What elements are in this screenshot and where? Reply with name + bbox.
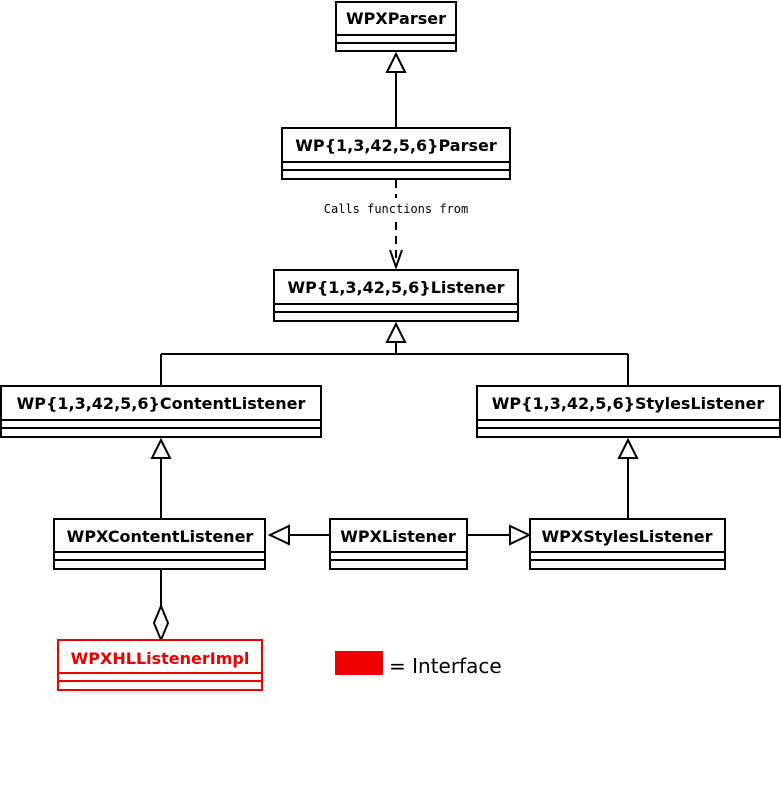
legend: = Interface [335, 651, 502, 678]
generalization-to-wp-listener [160, 321, 629, 386]
class-name: WP{1,3,42,5,6}Listener [287, 278, 504, 297]
class-wp-parser[interactable]: WP{1,3,42,5,6}Parser [281, 127, 511, 180]
class-wpx-listener[interactable]: WPXListener [329, 518, 468, 570]
open-arrow-icon [389, 249, 403, 271]
legend-label: = Interface [389, 654, 502, 678]
class-name: WP{1,3,42,5,6}StylesListener [492, 394, 765, 413]
generalization-wpxlistener-to-wpxstyles [467, 524, 532, 546]
inheritance-arrow-icon [509, 524, 532, 546]
class-name: WPXContentListener [67, 527, 254, 546]
inheritance-arrow-icon [267, 524, 290, 546]
interface-swatch [335, 651, 383, 675]
inheritance-arrow-icon [617, 437, 639, 459]
class-name: WP{1,3,42,5,6}ContentListener [17, 394, 306, 413]
class-name: WPXParser [346, 9, 446, 28]
inheritance-arrow-icon [385, 51, 407, 73]
class-name: WP{1,3,42,5,6}Parser [295, 136, 497, 155]
generalization-wpxlistener-to-wpxcontent [267, 524, 330, 546]
class-name: WPXStylesListener [541, 527, 712, 546]
class-wpx-hl-listener-impl[interactable]: WPXHLListenerImpl [57, 639, 263, 691]
aggregation-content-to-hlimpl [152, 570, 170, 643]
class-wpx-content-listener[interactable]: WPXContentListener [53, 518, 266, 570]
class-wp-content-listener[interactable]: WP{1,3,42,5,6}ContentListener [0, 385, 322, 438]
aggregation-diamond-icon [152, 603, 170, 643]
inheritance-arrow-icon [385, 321, 407, 343]
class-wp-styles-listener[interactable]: WP{1,3,42,5,6}StylesListener [476, 385, 781, 438]
class-wp-listener[interactable]: WP{1,3,42,5,6}Listener [273, 269, 519, 322]
class-name: WPXHLListenerImpl [71, 649, 250, 668]
generalization-wpxstyles-to-styles [617, 437, 639, 519]
calls-functions-label: Calls functions from [324, 202, 469, 216]
generalization-wpxcontent-to-content [150, 437, 172, 519]
dependency-parser-to-listener [389, 180, 403, 271]
class-wpxparser[interactable]: WPXParser [335, 1, 457, 52]
inheritance-arrow-icon [150, 437, 172, 459]
generalization-parser-to-wpxparser [385, 51, 407, 128]
class-wpx-styles-listener[interactable]: WPXStylesListener [529, 518, 726, 570]
class-name: WPXListener [340, 527, 456, 546]
